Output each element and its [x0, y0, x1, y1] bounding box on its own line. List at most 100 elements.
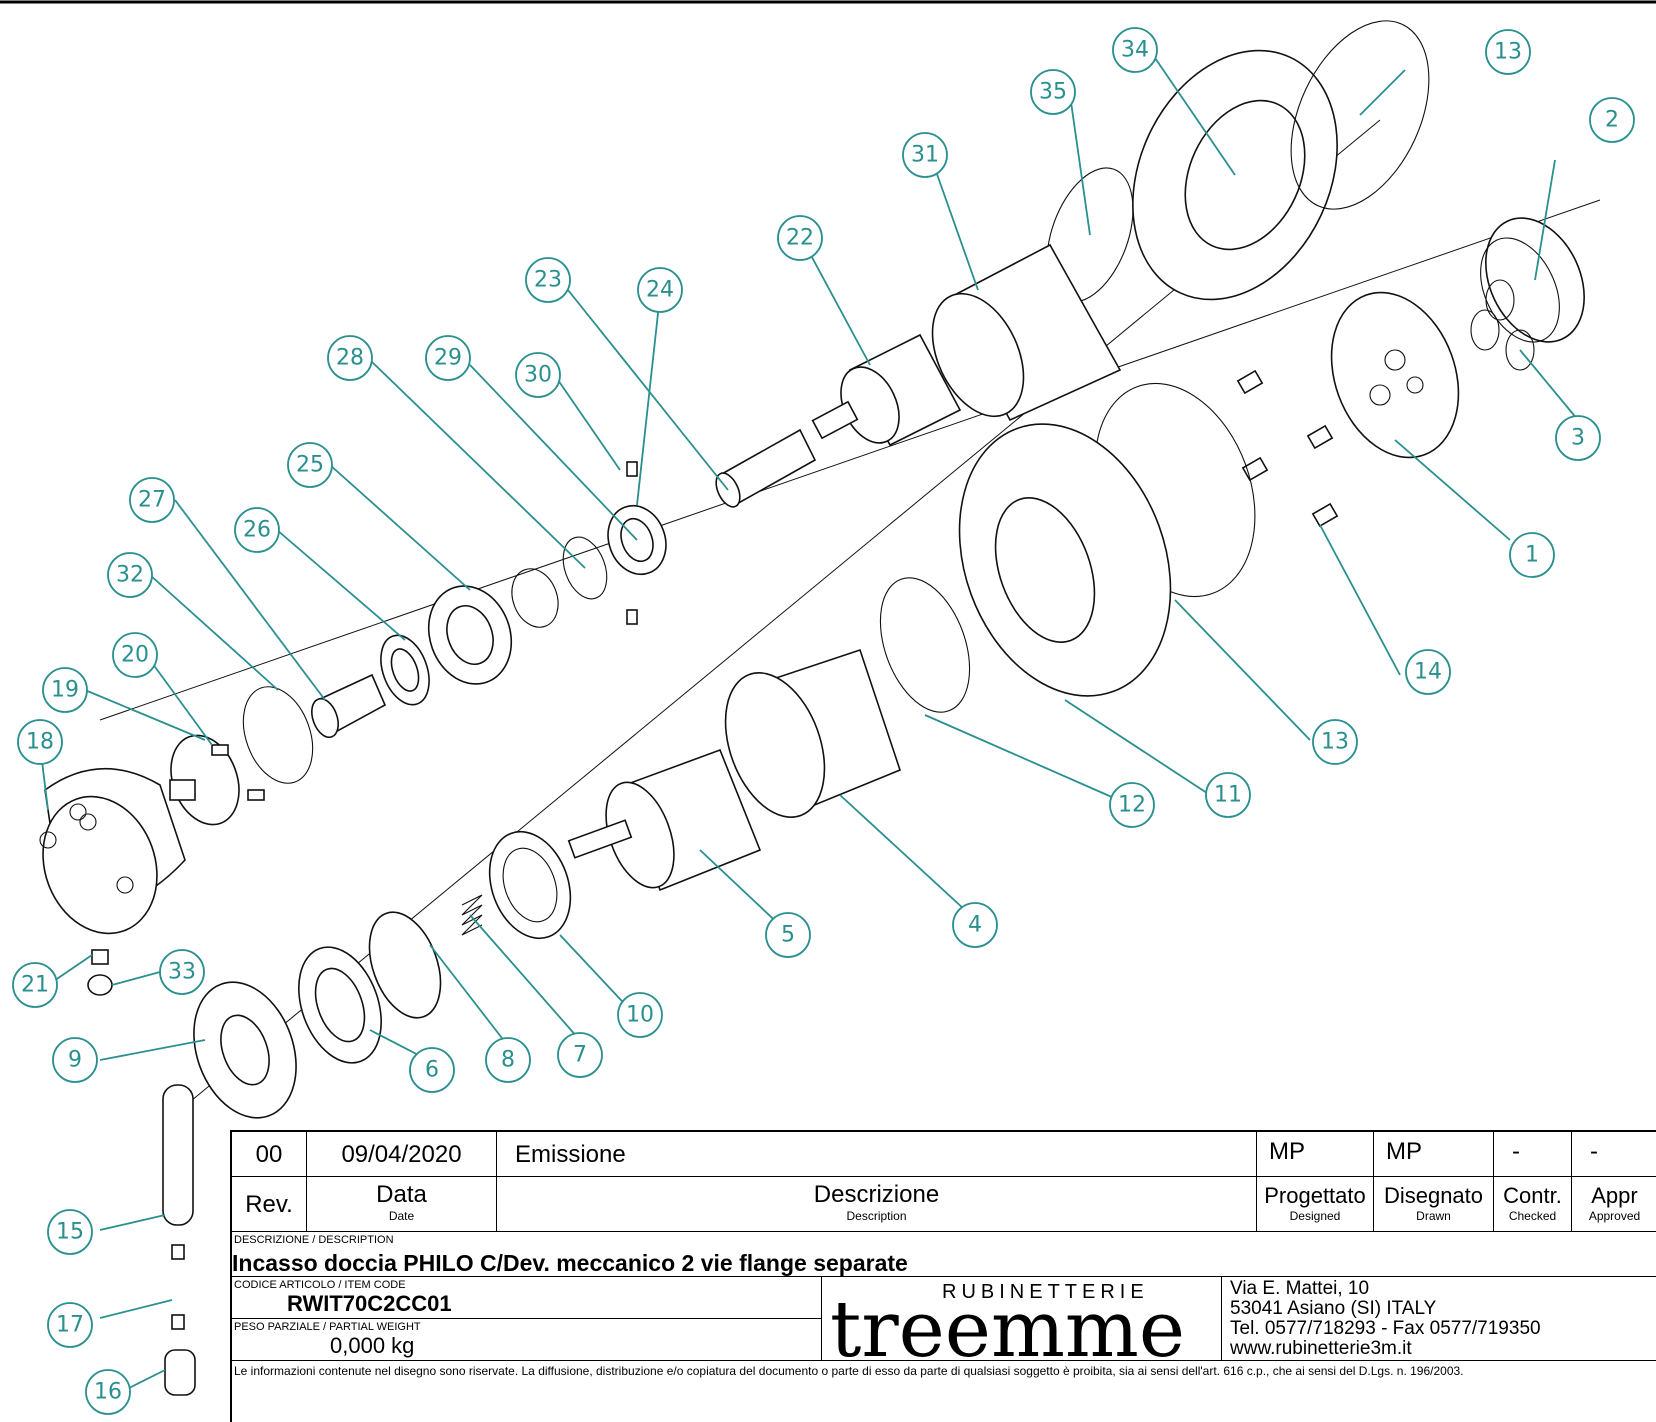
part-13-oring-top: [1290, 20, 1430, 210]
callout-15: 15: [47, 1209, 93, 1255]
part-9-ring: [193, 981, 297, 1119]
part-8-disc: [368, 911, 442, 1019]
date-value: 09/04/2020: [307, 1132, 497, 1177]
address-line-1: Via E. Mattei, 10: [1230, 1278, 1370, 1299]
svg-text:35: 35: [1039, 80, 1067, 105]
title-block: 00 09/04/2020 Emissione MP MP - - Rev. D…: [230, 1130, 1656, 1422]
designed-label: Progettato: [1264, 1183, 1366, 1208]
callout-9: 9: [52, 1037, 98, 1083]
description-sublabel: Description: [846, 1209, 907, 1223]
part-4-sleeve: [724, 648, 901, 818]
date-sublabel: Date: [388, 1209, 415, 1223]
callout-7: 7: [557, 1032, 603, 1078]
description-row: DESCRIZIONE / DESCRIPTION Incasso doccia…: [232, 1232, 1656, 1277]
checked-by: -: [1494, 1132, 1572, 1177]
callout-19: 19: [42, 667, 88, 713]
svg-text:24: 24: [646, 278, 674, 303]
part-22-cartridge: [811, 333, 962, 447]
drawn-header: Disegnato Drawn: [1374, 1177, 1494, 1232]
callout-3: 3: [1555, 415, 1601, 461]
svg-text:3: 3: [1571, 426, 1585, 451]
item-code-label: CODICE ARTICOLO / ITEM CODE: [234, 1279, 406, 1291]
item-code: RWIT70C2CC01: [287, 1291, 452, 1316]
callout-1: 1: [1509, 532, 1555, 578]
part-19-plate: [169, 734, 240, 826]
svg-text:13: 13: [1321, 730, 1349, 755]
drawn-by: MP: [1374, 1132, 1494, 1177]
svg-text:7: 7: [573, 1043, 587, 1068]
checked-header: Contr. Checked: [1494, 1177, 1572, 1232]
partial-weight: 0,000 kg: [330, 1333, 415, 1358]
svg-text:18: 18: [26, 730, 54, 755]
address-line-2: 53041 Asiano (SI) ITALY: [1230, 1298, 1437, 1319]
drawing-description: Incasso doccia PHILO C/Dev. meccanico 2 …: [232, 1250, 908, 1276]
part-10-nut: [488, 830, 572, 940]
part-17-nipple: [171, 1244, 185, 1330]
svg-text:23: 23: [534, 268, 562, 293]
svg-text:28: 28: [336, 346, 364, 371]
address-line-3: Tel. 0577/718293 - Fax 0577/719350: [1230, 1318, 1541, 1339]
svg-text:1: 1: [1525, 543, 1539, 568]
part-24-spline: [715, 428, 817, 508]
designed-sublabel: Designed: [1289, 1209, 1341, 1223]
svg-text:4: 4: [968, 913, 982, 938]
callout-25: 25: [287, 442, 333, 488]
callout-23: 23: [525, 257, 571, 303]
callout-33: 33: [159, 949, 205, 995]
designed-by: MP: [1257, 1132, 1374, 1177]
callout-10: 10: [617, 992, 663, 1038]
callout-35: 35: [1030, 69, 1076, 115]
part-2-cap: [1480, 217, 1585, 343]
callout-5: 5: [765, 912, 811, 958]
callout-29: 29: [425, 335, 471, 381]
legal-notice: Le informazioni contenute nel disegno so…: [234, 1364, 1464, 1378]
description-row-label: DESCRIZIONE / DESCRIPTION: [234, 1234, 394, 1246]
callout-leaders: [39, 54, 1579, 1391]
svg-text:32: 32: [116, 563, 144, 588]
svg-text:25: 25: [296, 453, 324, 478]
svg-text:20: 20: [121, 643, 149, 668]
part-16-filter: [164, 1349, 196, 1396]
callout-27: 27: [129, 477, 175, 523]
revision-description: Emissione: [497, 1132, 1257, 1177]
svg-text:31: 31: [911, 143, 939, 168]
drawn-sublabel: Drawn: [1416, 1209, 1451, 1223]
svg-text:14: 14: [1414, 660, 1442, 685]
part-33-cap: [87, 974, 113, 996]
callout-8: 8: [485, 1037, 531, 1083]
weight-label: PESO PARZIALE / PARTIAL WEIGHT: [234, 1321, 421, 1333]
svg-text:9: 9: [68, 1048, 82, 1073]
callout-18: 18: [17, 719, 63, 765]
callout-28: 28: [327, 335, 373, 381]
svg-text:27: 27: [138, 488, 166, 513]
callout-26: 26: [234, 507, 280, 553]
part-3-orings: [1470, 279, 1535, 371]
part-25-bushing: [427, 568, 559, 685]
svg-text:33: 33: [168, 960, 196, 985]
callout-24: 24: [637, 267, 683, 313]
part-15-pin: [162, 1084, 194, 1226]
svg-text:29: 29: [434, 346, 462, 371]
callout-16: 16: [85, 1369, 131, 1415]
brand-name: treemme: [830, 1285, 1186, 1361]
part-12-oring: [879, 577, 971, 713]
callout-17: 17: [47, 1302, 93, 1348]
approved-label: Appr: [1591, 1183, 1638, 1208]
svg-text:10: 10: [626, 1003, 654, 1028]
part-21-grub: [91, 949, 109, 965]
description-label: Descrizione: [813, 1181, 940, 1208]
svg-text:6: 6: [425, 1058, 439, 1083]
callout-34: 34: [1112, 27, 1158, 73]
svg-text:22: 22: [786, 226, 814, 251]
svg-text:17: 17: [56, 1313, 84, 1338]
approved-sublabel: Approved: [1588, 1209, 1641, 1223]
svg-text:21: 21: [21, 973, 49, 998]
company-address: Via E. Mattei, 10 53041 Asiano (SI) ITAL…: [1222, 1277, 1656, 1361]
brand-subtitle: RUBINETTERIE: [942, 1281, 1149, 1303]
part-30-pins: [626, 461, 638, 625]
date-label: Data: [376, 1181, 427, 1208]
callout-13-top: 13: [1485, 29, 1531, 75]
svg-text:30: 30: [524, 363, 552, 388]
svg-text:12: 12: [1118, 793, 1146, 818]
callout-4: 4: [952, 902, 998, 948]
